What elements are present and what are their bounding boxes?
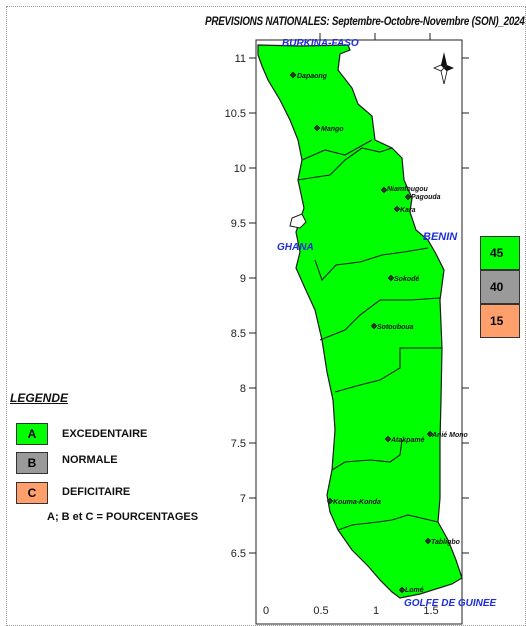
- lake-shape: [289, 213, 307, 229]
- map-title: PREVISIONS NATIONALES: Septembre-Octobre…: [205, 16, 525, 28]
- benin-label: BENIN: [423, 231, 458, 243]
- city-label: Sokodé: [394, 276, 419, 283]
- map-plot-frame: [255, 39, 463, 625]
- city-marker: [289, 71, 297, 79]
- probability-box-c: 15: [480, 304, 520, 338]
- y-tick-label: 8: [240, 383, 246, 395]
- x-tick-label: 0.5: [313, 605, 328, 617]
- legend-label-b: NORMALE: [62, 454, 118, 466]
- legend-box-b: B: [16, 452, 48, 474]
- x-tick-label: 1: [373, 605, 379, 617]
- city-marker: [404, 193, 412, 201]
- y-tick-label: 6.5: [231, 548, 246, 560]
- togo-map: 11 10.5 10 9.5 9 8.5 8 7.5 7 6.5 0 0.5 1…: [225, 33, 497, 625]
- legend-title: LEGENDE: [10, 391, 69, 405]
- city-label: Mango: [321, 126, 344, 133]
- city-marker: [313, 124, 321, 132]
- legend-label-a: EXCEDENTAIRE: [62, 428, 148, 440]
- city-label: Kouma-Konda: [333, 499, 381, 506]
- neighbour-labels: BURKINA-FASO GHANA BENIN GOLFE DE GUINEE: [277, 38, 497, 609]
- city-label: Anié Mono: [431, 432, 468, 439]
- city-label: Sotouboua: [377, 324, 414, 331]
- x-tick-label: 1.5: [423, 605, 438, 617]
- probability-box-b: 40: [480, 270, 520, 304]
- city-marker: [370, 322, 378, 330]
- region-borders: [297, 139, 442, 531]
- legend-label-c: DEFICITAIRE: [62, 486, 131, 498]
- y-tick-label: 8.5: [231, 328, 246, 340]
- burkina-label: BURKINA-FASO: [282, 38, 359, 49]
- city-marker: [387, 274, 395, 282]
- city-label: Niamtougou: [387, 186, 429, 193]
- x-tick-label: 0: [263, 605, 269, 617]
- city-label: Pagouda: [411, 194, 441, 201]
- legend-box-c: C: [16, 482, 48, 504]
- city-labels: Dapaong Mango Niamtougou Pagouda Kara So…: [297, 73, 468, 594]
- city-marker: [398, 586, 406, 594]
- legend-note: A; B et C = POURCENTAGES: [47, 511, 199, 523]
- y-tick-label: 10.5: [225, 108, 246, 120]
- y-tick-label: 10: [234, 163, 246, 175]
- togo-country-shape: [257, 44, 463, 599]
- city-label: Kara: [400, 207, 416, 214]
- city-label: Atakpamé: [390, 437, 425, 444]
- y-tick-label: 9.5: [231, 218, 246, 230]
- city-marker: [424, 537, 432, 545]
- city-marker: [380, 186, 388, 194]
- y-axis-labels: 11 10.5 10 9.5 9 8.5 8 7.5 7 6.5: [225, 53, 246, 560]
- y-tick-label: 7: [240, 493, 246, 505]
- north-arrow-icon: [432, 52, 454, 85]
- y-tick-label: 9: [240, 273, 246, 285]
- city-marker: [384, 435, 392, 443]
- legend-box-a: A: [16, 423, 48, 445]
- ghana-label: GHANA: [277, 242, 314, 253]
- y-axis-ticks: [249, 33, 469, 554]
- city-marker: [426, 430, 434, 438]
- y-tick-label: 7.5: [231, 438, 246, 450]
- y-tick-label: 11: [235, 53, 246, 65]
- city-markers: [289, 71, 434, 594]
- city-marker: [393, 205, 401, 213]
- city-label: Tabligbo: [431, 539, 461, 546]
- city-label: Lomé: [405, 587, 424, 594]
- city-label: Dapaong: [297, 73, 328, 80]
- city-marker: [326, 497, 334, 505]
- probability-box-a: 45: [480, 236, 520, 270]
- golfe-label: GOLFE DE GUINEE: [404, 598, 497, 609]
- x-axis-labels: 0 0.5 1 1.5: [263, 605, 439, 617]
